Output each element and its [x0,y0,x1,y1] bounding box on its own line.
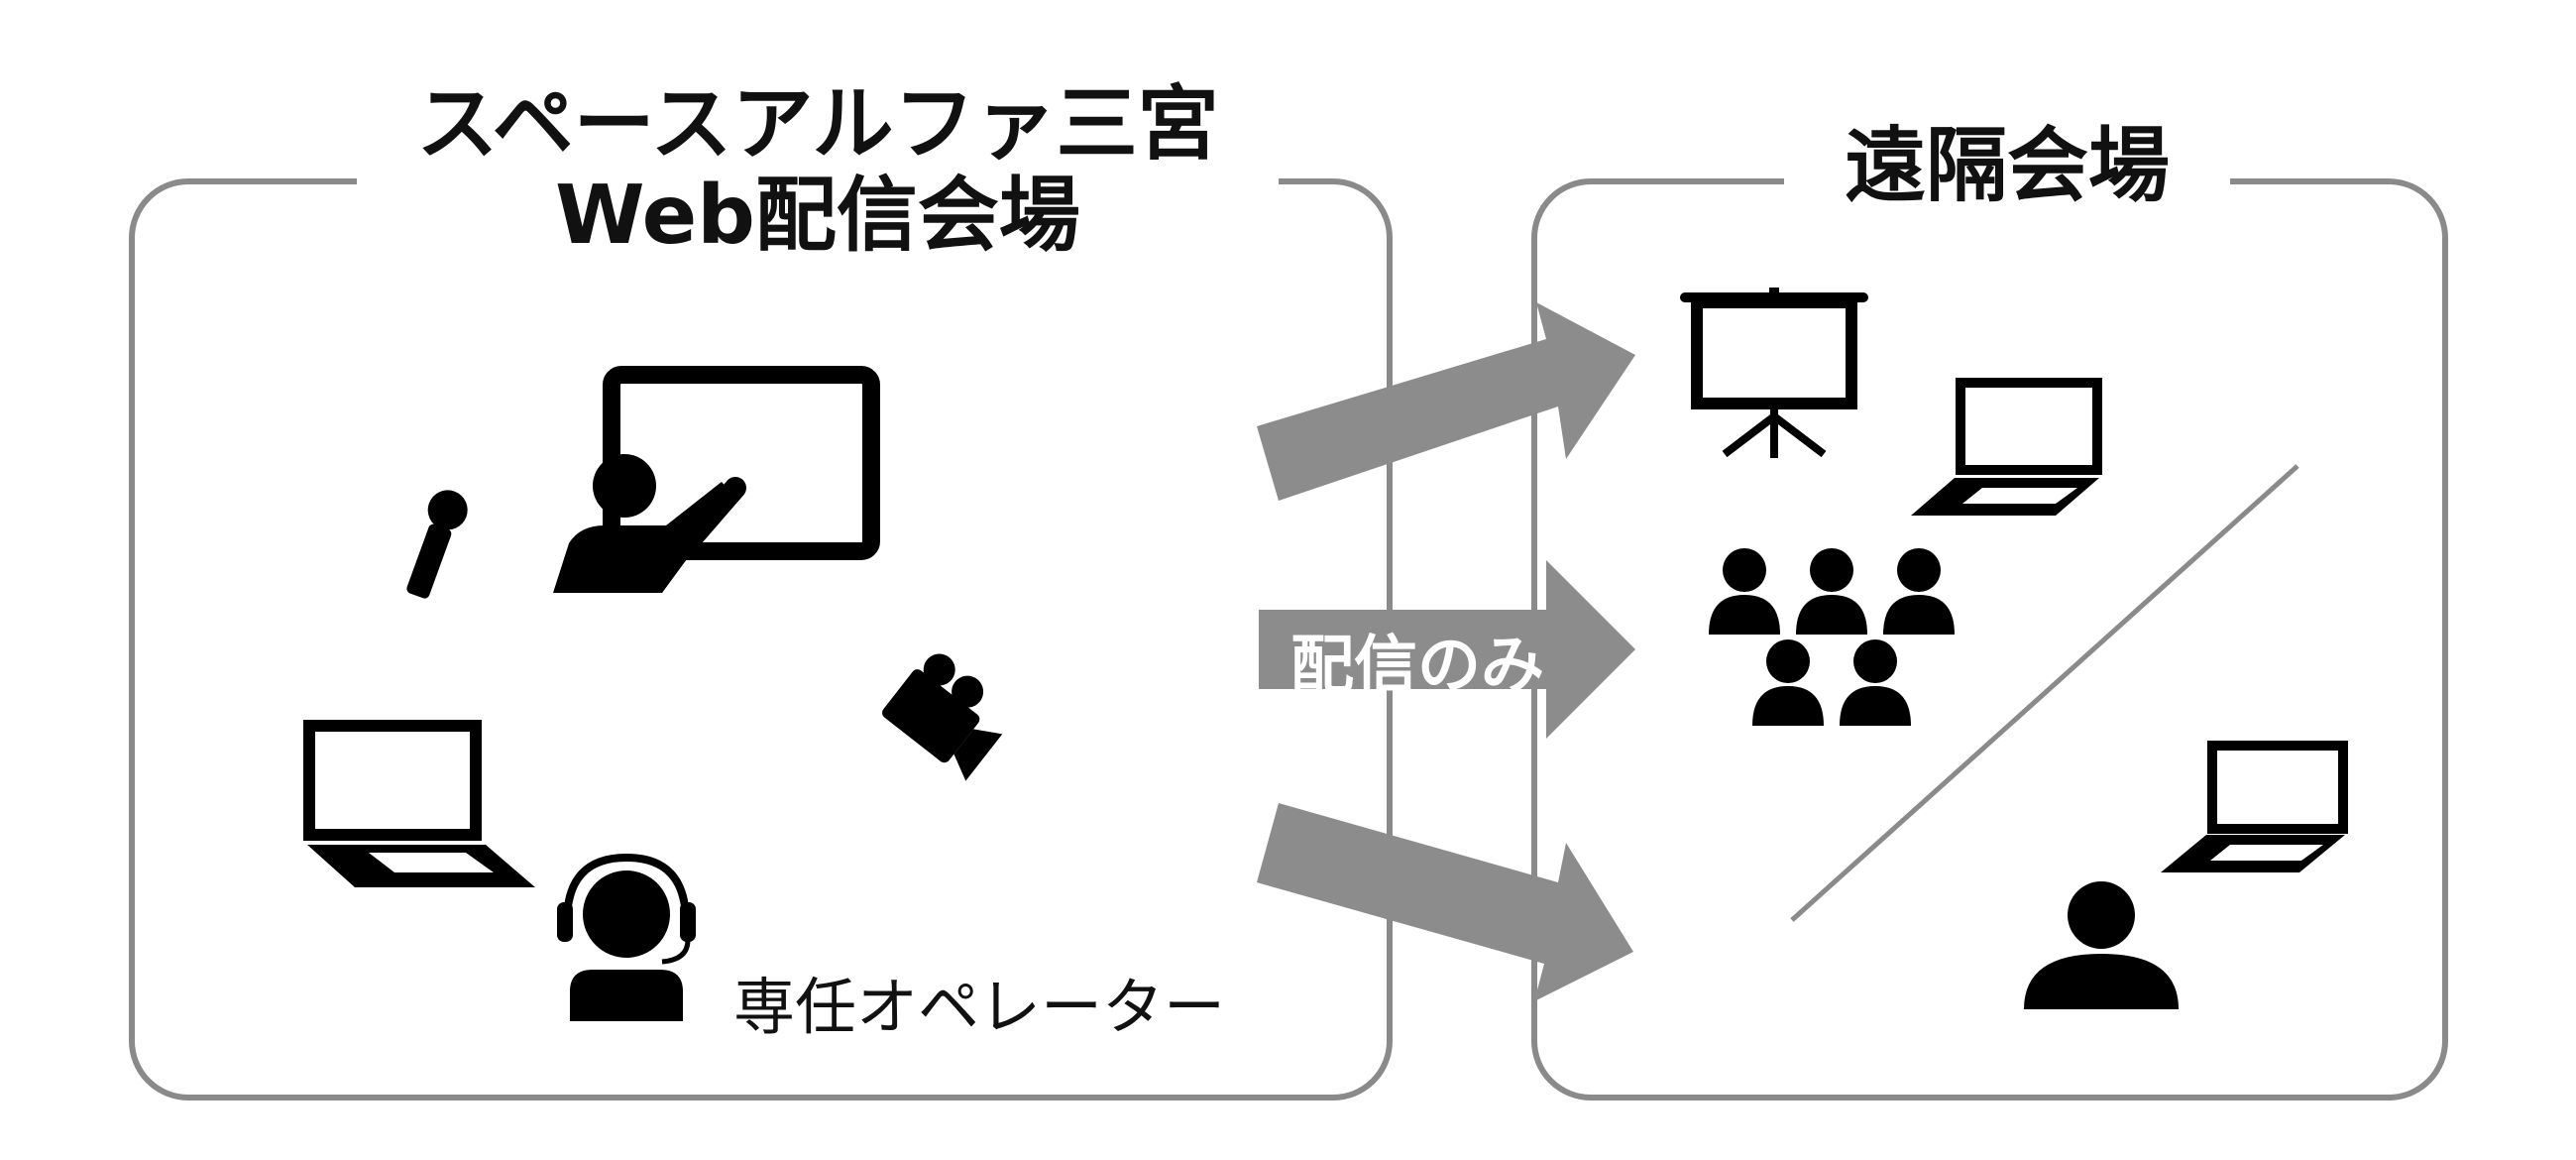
operator-label: 専任オペレーター [733,971,1226,1043]
operator-headset-icon [557,853,696,1021]
bottom-arrow [1257,803,1633,1001]
projector-screen-icon [1680,288,1868,458]
person-icon [2024,881,2179,1009]
presenter-board-icon [553,366,880,593]
laptop-icon [2161,741,2348,872]
left-venue-title: スペースアルファ三宮 Web配信会場 [357,79,1279,262]
divider-line [1790,464,2299,922]
laptop-icon [1911,378,2102,516]
right-venue-title: 遠隔会場 [1784,121,2230,212]
stream-label: 配信のみ [1290,630,1544,703]
video-camera-icon [882,653,1003,781]
microphone-icon [406,490,468,599]
top-arrow [1257,302,1635,501]
audience-group-icon [1709,548,1955,726]
middle-arrow [1259,560,1635,739]
left-venue-title-line2: Web配信会場 [555,168,1080,263]
left-venue-title-line1: スペースアルファ三宮 [416,77,1219,172]
laptop-icon [303,720,535,887]
